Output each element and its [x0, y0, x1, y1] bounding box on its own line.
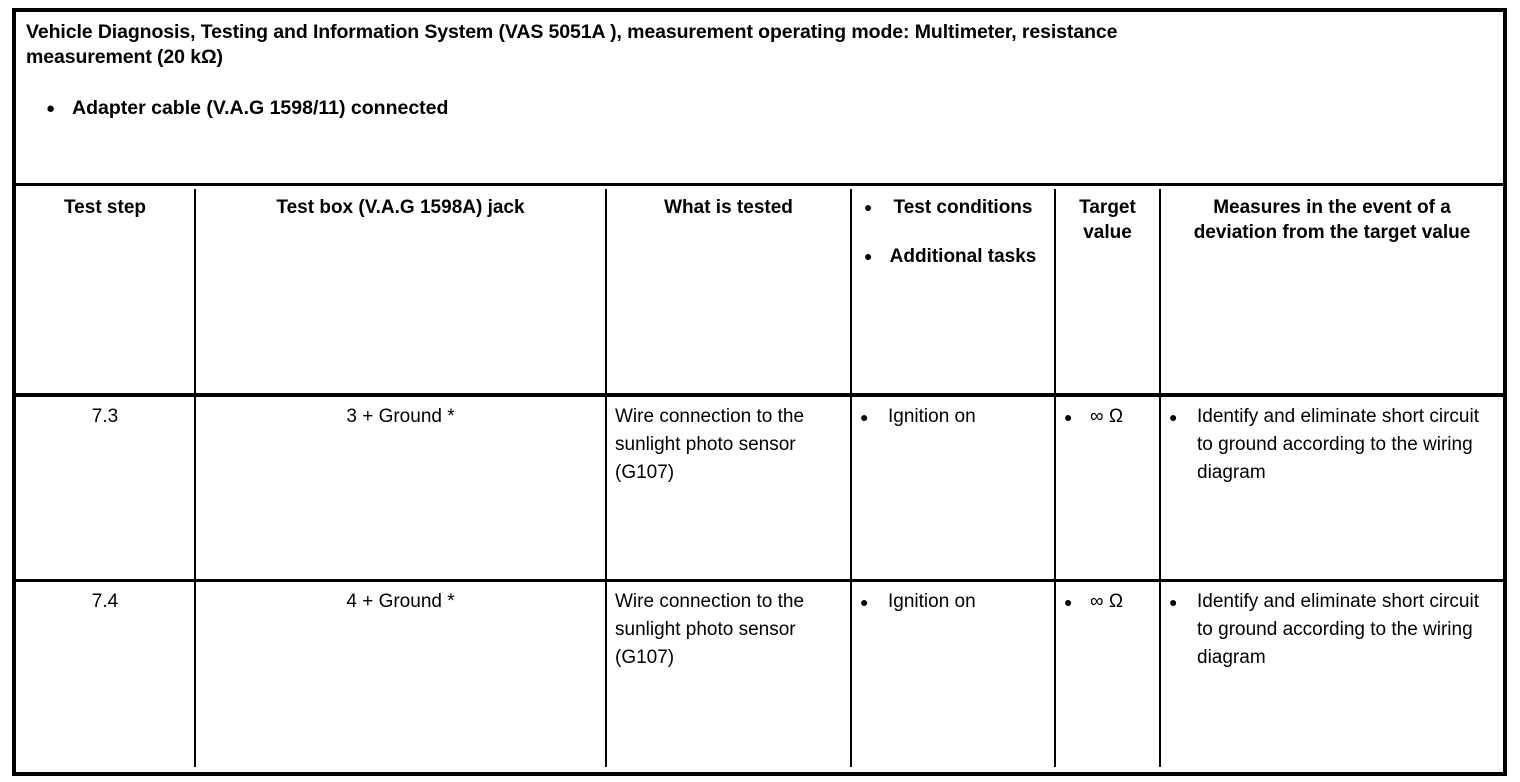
column-header-label: Additional tasks [889, 246, 1037, 267]
cell-test-box-jack: 4 + Ground * [196, 582, 607, 767]
test-condition-value: Ignition on [888, 591, 976, 612]
list-item: ● Additional tasks [860, 244, 1046, 269]
column-header-label: Target value [1079, 197, 1136, 243]
target-value-value: ∞ Ω [1090, 406, 1124, 427]
table-row: 7.4 4 + Ground * Wire connection to the … [16, 582, 1503, 767]
list-item: ● Identify and eliminate short circuit t… [1169, 588, 1495, 672]
column-header-bullet-list: ● Test conditions ● Additional tasks [860, 195, 1046, 269]
title-line-2: measurement (20 kΩ) [26, 46, 223, 68]
bullet-dot-icon: ● [864, 248, 873, 264]
list-item: ● ∞ Ω [1064, 588, 1151, 616]
cell-test-conditions: ● Ignition on [852, 397, 1056, 579]
column-header-label: Measures in the event of a deviation fro… [1193, 197, 1471, 243]
measures-value: Identify and eliminate short circuit to … [1197, 406, 1479, 483]
test-box-jack-value: 4 + Ground * [346, 591, 455, 612]
cell-what-is-tested: Wire connection to the sunlight photo se… [607, 582, 852, 767]
intro-bullet-label: Adapter cable (V.A.G 1598/11) connected [72, 97, 449, 119]
bullet-dot-icon: ● [1169, 594, 1178, 610]
cell-test-step: 7.4 [16, 582, 196, 767]
list-item: ● Ignition on [860, 588, 1046, 616]
bullet-dot-icon: ● [864, 199, 873, 215]
bullet-dot-icon: ● [860, 409, 869, 425]
column-header-label: Test box (V.A.G 1598A) jack [276, 197, 525, 218]
test-step-value: 7.3 [91, 406, 119, 427]
bullet-dot-icon: ● [46, 100, 56, 117]
column-header-test-step: Test step [16, 189, 196, 393]
cell-test-step: 7.3 [16, 397, 196, 579]
cell-test-conditions: ● Ignition on [852, 582, 1056, 767]
test-condition-value: Ignition on [888, 406, 976, 427]
column-header-label: Test conditions [893, 197, 1033, 218]
what-is-tested-value: Wire connection to the sunlight photo se… [615, 591, 805, 668]
cell-what-is-tested: Wire connection to the sunlight photo se… [607, 397, 852, 579]
bullet-dot-icon: ● [860, 594, 869, 610]
table-row: 7.3 3 + Ground * Wire connection to the … [16, 397, 1503, 582]
measures-value: Identify and eliminate short circuit to … [1197, 591, 1479, 668]
list-item: ● Adapter cable (V.A.G 1598/11) connecte… [26, 96, 1493, 121]
cell-measures: ● Identify and eliminate short circuit t… [1161, 582, 1503, 767]
column-header-test-box-jack: Test box (V.A.G 1598A) jack [196, 189, 607, 393]
cell-test-box-jack: 3 + Ground * [196, 397, 607, 579]
column-header-label: What is tested [664, 197, 793, 218]
table-title-band: Vehicle Diagnosis, Testing and Informati… [16, 12, 1503, 186]
column-header-target-value: Target value [1056, 189, 1161, 393]
diagnosis-table: Vehicle Diagnosis, Testing and Informati… [12, 8, 1507, 776]
page-title: Vehicle Diagnosis, Testing and Informati… [26, 20, 1493, 70]
what-is-tested-value: Wire connection to the sunlight photo se… [615, 406, 805, 483]
bullet-dot-icon: ● [1064, 409, 1073, 425]
cell-target-value: ● ∞ Ω [1056, 582, 1161, 767]
cell-measures: ● Identify and eliminate short circuit t… [1161, 397, 1503, 579]
target-value-value: ∞ Ω [1090, 591, 1124, 612]
title-line-1: Vehicle Diagnosis, Testing and Informati… [26, 21, 1118, 43]
column-header-label: Test step [63, 197, 146, 218]
table-header-row: Test step Test box (V.A.G 1598A) jack Wh… [16, 189, 1503, 397]
bullet-dot-icon: ● [1169, 409, 1178, 425]
column-header-conditions: ● Test conditions ● Additional tasks [852, 189, 1056, 393]
list-item: ● Ignition on [860, 403, 1046, 431]
table-grid: Test step Test box (V.A.G 1598A) jack Wh… [16, 189, 1503, 772]
column-header-what-is-tested: What is tested [607, 189, 852, 393]
test-step-value: 7.4 [91, 591, 119, 612]
bullet-dot-icon: ● [1064, 594, 1073, 610]
list-item: ● Test conditions [860, 195, 1046, 220]
cell-target-value: ● ∞ Ω [1056, 397, 1161, 579]
intro-bullet-list: ● Adapter cable (V.A.G 1598/11) connecte… [26, 96, 1493, 121]
list-item: ● ∞ Ω [1064, 403, 1151, 431]
test-box-jack-value: 3 + Ground * [346, 406, 455, 427]
list-item: ● Identify and eliminate short circuit t… [1169, 403, 1495, 487]
column-header-measures: Measures in the event of a deviation fro… [1161, 189, 1503, 393]
